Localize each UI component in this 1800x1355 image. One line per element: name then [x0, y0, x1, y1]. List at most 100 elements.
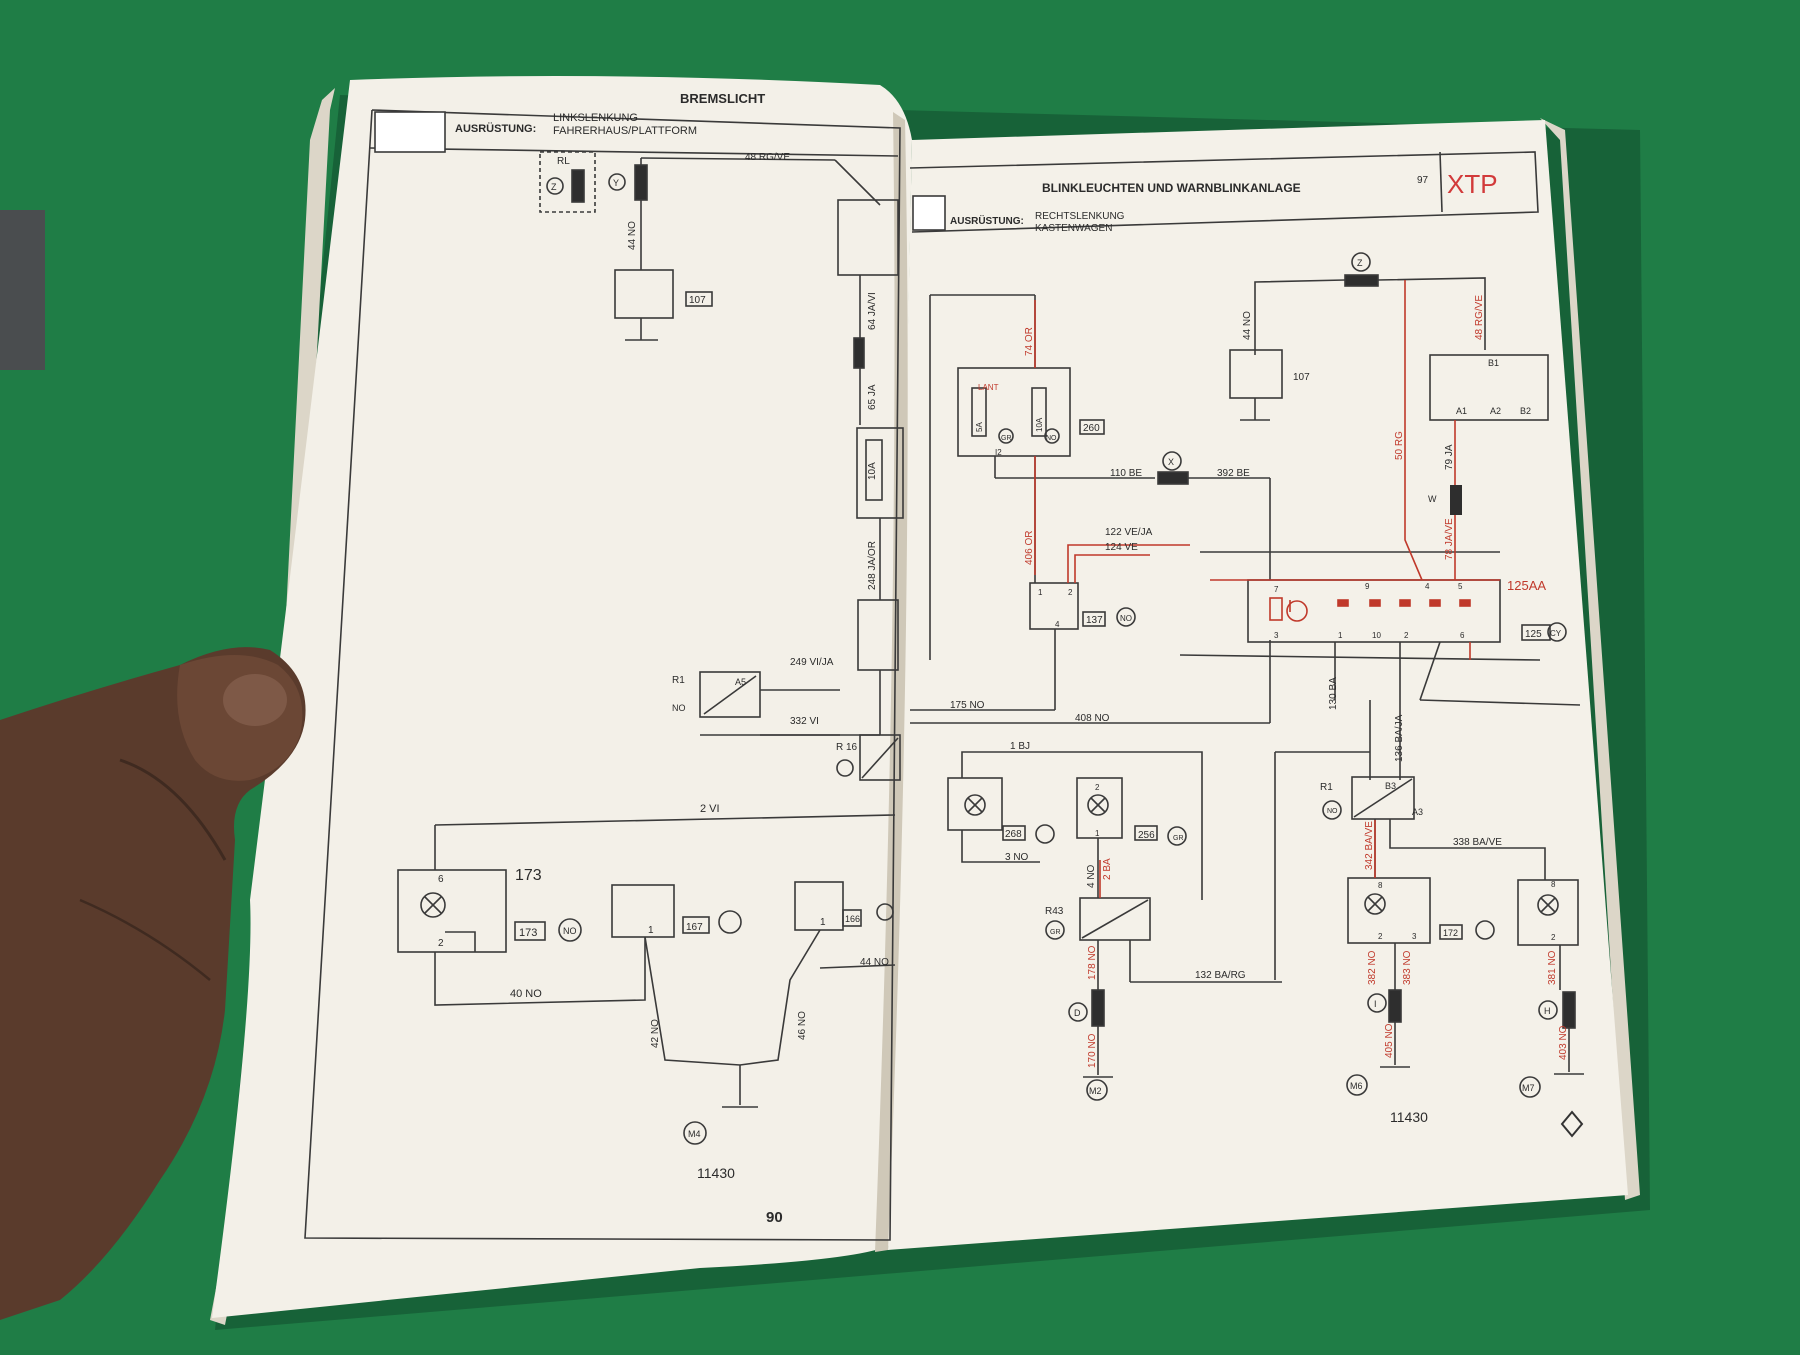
svg-text:125: 125: [1525, 629, 1542, 640]
svg-text:110 BE: 110 BE: [1110, 468, 1142, 479]
right-title: BLINKLEUCHTEN UND WARNBLINKANLAGE: [1042, 181, 1301, 195]
svg-text:42 NO: 42 NO: [650, 1019, 661, 1048]
right-page-ref: 97: [1417, 175, 1429, 186]
svg-text:GR: GR: [1173, 835, 1184, 842]
right-texts: BLINKLEUCHTEN UND WARNBLINKANLAGE 97 XTP…: [950, 169, 1584, 1138]
svg-text:175 NO: 175 NO: [950, 700, 985, 711]
svg-text:408 NO: 408 NO: [1075, 713, 1110, 724]
svg-text:D: D: [1074, 1008, 1081, 1018]
svg-text:48 RG/VE: 48 RG/VE: [1474, 295, 1485, 340]
svg-text:3: 3: [1412, 932, 1417, 941]
svg-text:M2: M2: [1089, 1086, 1102, 1096]
svg-text:1: 1: [648, 925, 654, 936]
svg-text:2: 2: [1068, 588, 1073, 597]
right-equip-label: AUSRÜSTUNG:: [950, 214, 1024, 227]
svg-text:172: 172: [1443, 928, 1458, 938]
svg-text:H: H: [1544, 1006, 1551, 1016]
svg-text:7: 7: [1274, 585, 1279, 594]
svg-text:44 NO: 44 NO: [627, 221, 638, 250]
svg-text:2: 2: [438, 938, 444, 949]
left-equip-line2: FAHRERHAUS/PLATTFORM: [553, 125, 697, 137]
svg-text:382 NO: 382 NO: [1367, 950, 1378, 985]
svg-text:107: 107: [689, 295, 706, 306]
svg-text:NO: NO: [563, 926, 577, 936]
svg-text:10A: 10A: [867, 462, 878, 480]
right-diagram: [909, 151, 1584, 1101]
svg-text:248 JA/OR: 248 JA/OR: [867, 541, 878, 590]
svg-text:M6: M6: [1350, 1081, 1363, 1091]
left-page: [212, 76, 912, 1318]
svg-text:173: 173: [515, 867, 542, 884]
svg-text:NO: NO: [1046, 435, 1057, 442]
svg-text:173: 173: [519, 927, 537, 939]
svg-text:50 RG: 50 RG: [1394, 431, 1405, 460]
svg-text:2: 2: [1551, 933, 1556, 942]
svg-text:64 JA/VI: 64 JA/VI: [867, 292, 878, 330]
svg-text:5A: 5A: [975, 422, 984, 432]
svg-text:Y: Y: [613, 178, 619, 188]
svg-text:3: 3: [1274, 631, 1279, 640]
svg-text:R1: R1: [672, 675, 685, 686]
svg-text:GR: GR: [1001, 435, 1012, 442]
svg-text:9: 9: [1365, 582, 1370, 591]
svg-text:383 NO: 383 NO: [1402, 950, 1413, 985]
svg-text:332 VI: 332 VI: [790, 716, 819, 727]
svg-text:48 RG/VE: 48 RG/VE: [745, 152, 790, 163]
svg-text:74 OR: 74 OR: [1024, 327, 1035, 356]
svg-text:124 VE: 124 VE: [1105, 542, 1138, 553]
svg-text:65 JA: 65 JA: [867, 384, 878, 410]
grey-object-edge: [0, 210, 45, 370]
svg-text:136 BA/JA: 136 BA/JA: [1394, 714, 1405, 762]
svg-text:46 NO: 46 NO: [797, 1011, 808, 1040]
right-badge: XTP: [1447, 169, 1498, 199]
svg-text:392 BE: 392 BE: [1217, 468, 1250, 479]
right-page: [888, 120, 1628, 1250]
svg-text:403 NO: 403 NO: [1558, 1025, 1569, 1060]
right-page-stack: [1540, 118, 1640, 1200]
svg-text:A3: A3: [1412, 807, 1423, 817]
left-title: BREMSLICHT: [680, 91, 765, 106]
left-equip-label: AUSRÜSTUNG:: [455, 122, 536, 135]
svg-text:132 BA/RG: 132 BA/RG: [1195, 970, 1246, 981]
svg-text:I2: I2: [995, 448, 1002, 457]
svg-text:B2: B2: [1520, 406, 1531, 416]
svg-text:268: 268: [1005, 829, 1022, 840]
svg-text:6: 6: [1460, 631, 1465, 640]
right-equip-line1: RECHTSLENKUNG: [1035, 211, 1125, 222]
gutter-shadow: [875, 112, 908, 1252]
svg-text:B3: B3: [1385, 781, 1396, 791]
right-equip-line2: KASTENWAGEN: [1035, 223, 1112, 234]
left-equip-line1: LINKSLENKUNG: [553, 112, 638, 124]
hand: [0, 647, 306, 1320]
svg-text:2 VI: 2 VI: [700, 803, 720, 815]
svg-text:M4: M4: [688, 1129, 701, 1139]
left-texts: BREMSLICHT AUSRÜSTUNG: LINKSLENKUNG FAHR…: [438, 91, 889, 1226]
svg-text:NO: NO: [1120, 614, 1132, 623]
svg-text:405 NO: 405 NO: [1384, 1023, 1395, 1058]
svg-text:R1: R1: [1320, 782, 1333, 793]
svg-text:125AA: 125AA: [1507, 578, 1546, 593]
svg-text:2: 2: [1095, 783, 1100, 792]
svg-text:2 BA: 2 BA: [1102, 858, 1113, 880]
svg-text:256: 256: [1138, 830, 1155, 841]
svg-text:1: 1: [1038, 588, 1043, 597]
svg-text:2: 2: [1404, 631, 1409, 640]
svg-text:170 NO: 170 NO: [1087, 1033, 1098, 1068]
svg-text:1 BJ: 1 BJ: [1010, 741, 1030, 752]
svg-text:137: 137: [1086, 615, 1103, 626]
svg-text:1: 1: [820, 917, 826, 928]
svg-text:R 16: R 16: [836, 742, 858, 753]
svg-text:5: 5: [1458, 582, 1463, 591]
svg-text:249 VI/JA: 249 VI/JA: [790, 657, 834, 668]
svg-text:RL: RL: [557, 156, 570, 167]
svg-text:130 BA: 130 BA: [1328, 677, 1339, 710]
svg-text:W: W: [1428, 494, 1437, 504]
svg-text:4: 4: [1425, 582, 1430, 591]
svg-text:167: 167: [686, 922, 703, 933]
left-doc-number: 11430: [697, 1165, 735, 1181]
svg-text:1: 1: [1095, 829, 1100, 838]
svg-text:2: 2: [1378, 932, 1383, 941]
svg-text:M7: M7: [1522, 1083, 1535, 1093]
svg-text:LANT: LANT: [978, 383, 999, 392]
